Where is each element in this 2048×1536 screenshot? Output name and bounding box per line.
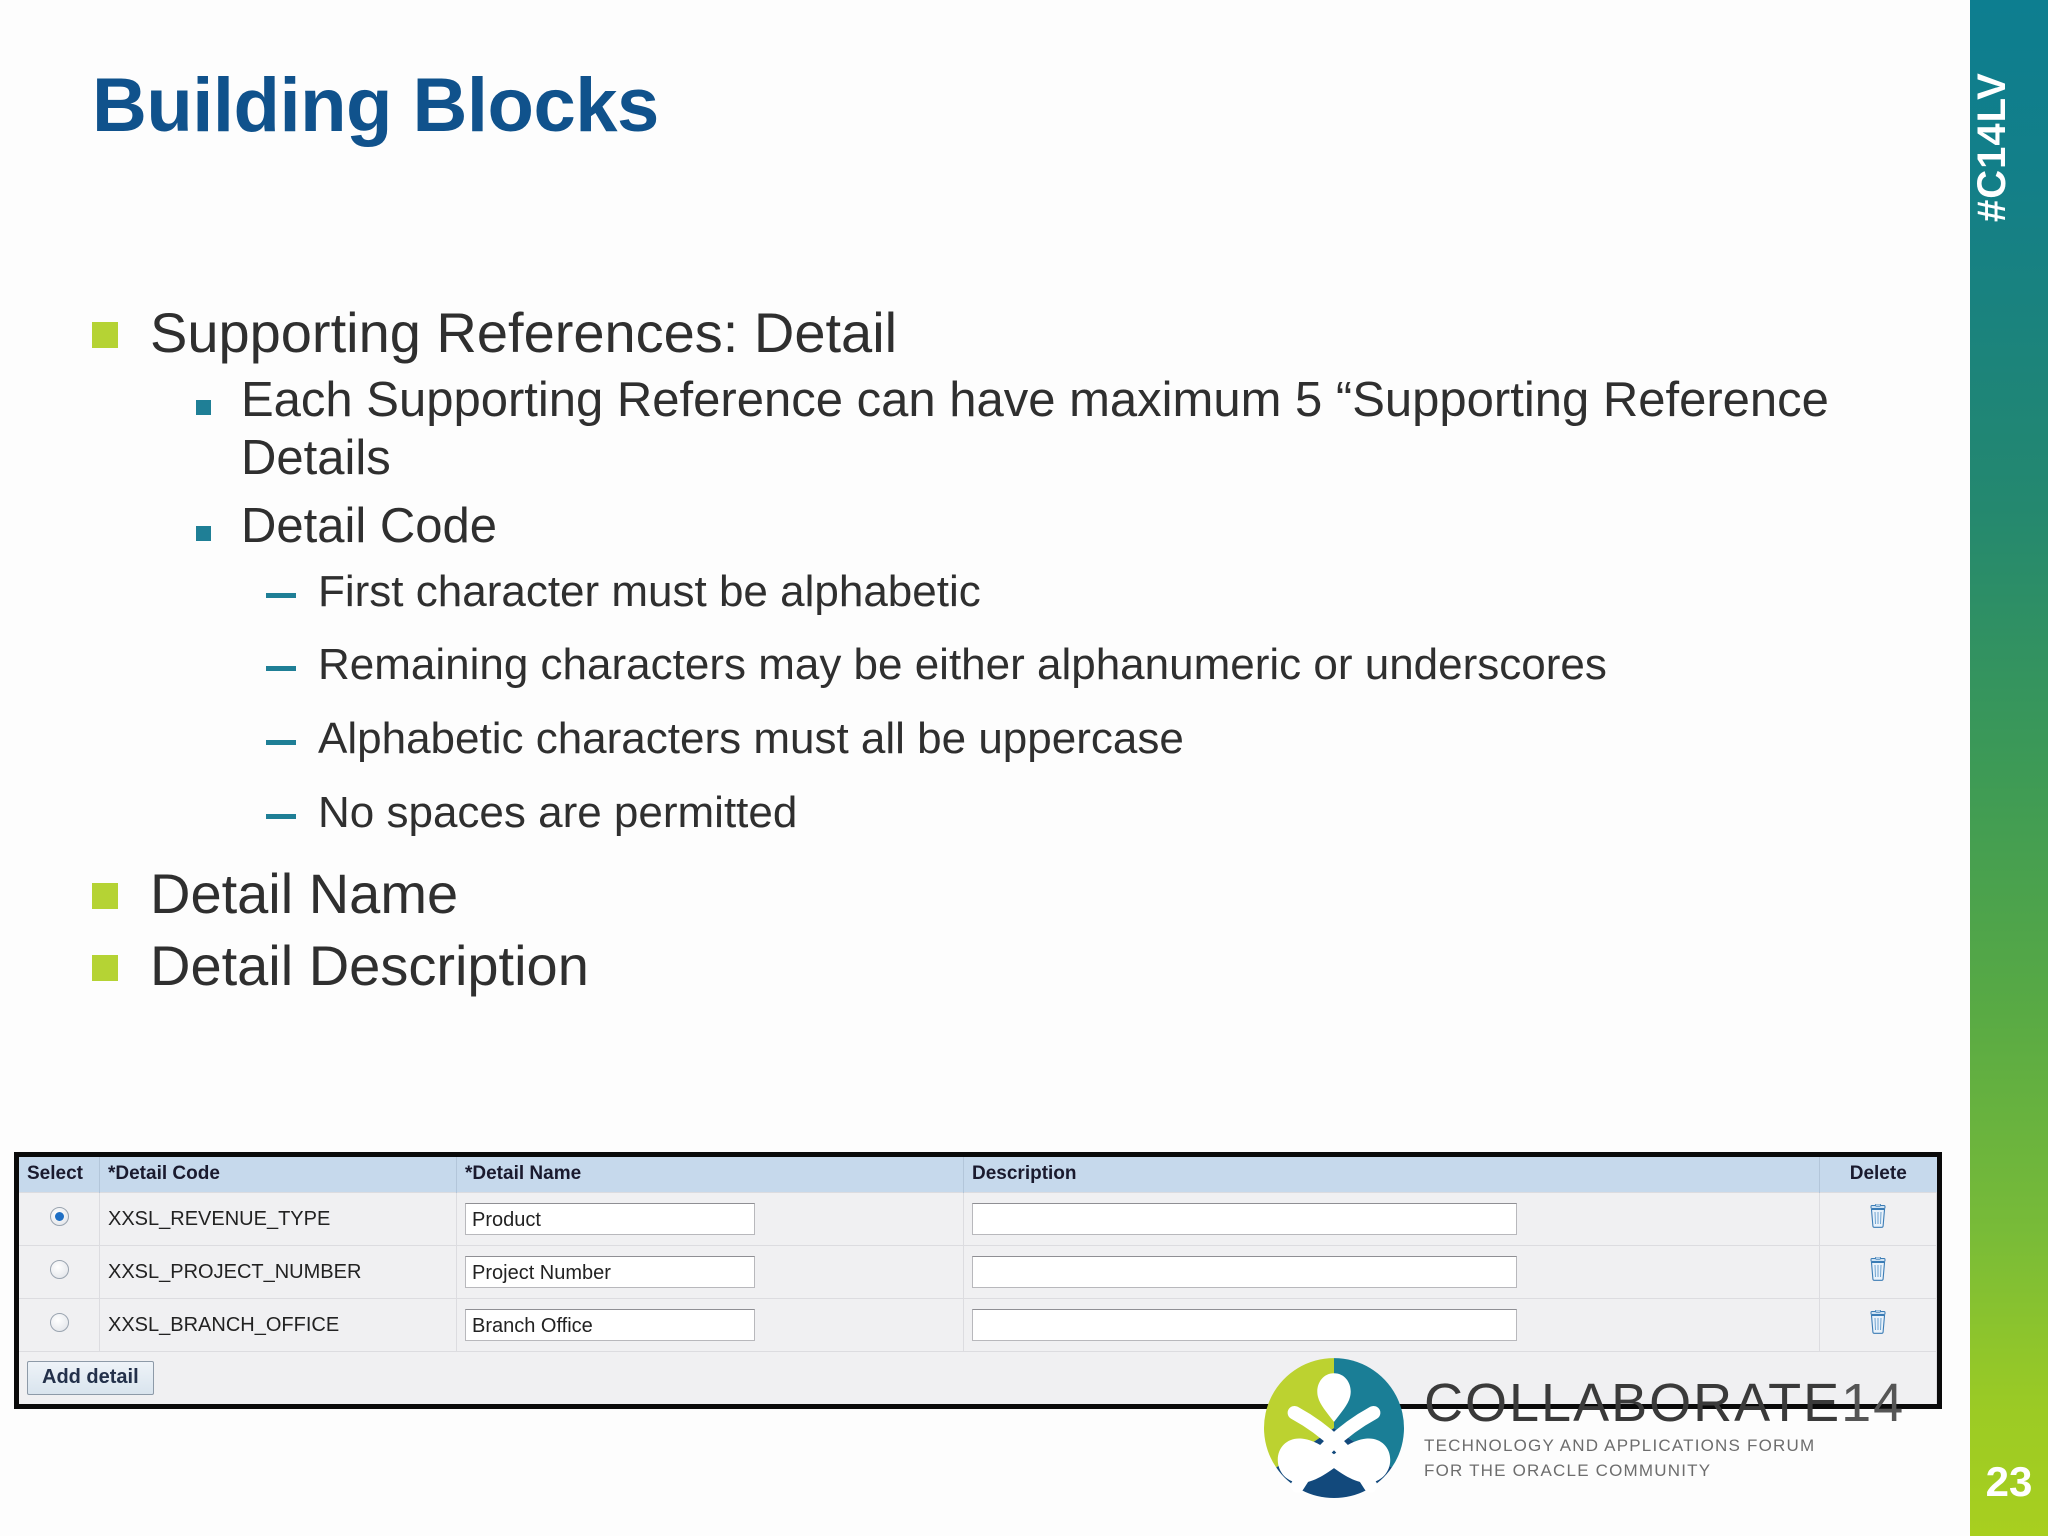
square-bullet-icon bbox=[92, 883, 118, 910]
bullet-text: First character must be alphabetic bbox=[318, 566, 981, 616]
collaborate-mark-icon bbox=[1258, 1352, 1410, 1504]
detail-name-input[interactable]: Branch Office bbox=[465, 1309, 755, 1341]
bullet-level3-uppercase: Alphabetic characters must all be upperc… bbox=[266, 713, 1900, 765]
column-header-delete: Delete bbox=[1819, 1157, 1937, 1193]
select-cell bbox=[19, 1192, 100, 1246]
bullet-text: Detail Code bbox=[241, 498, 498, 553]
column-header-description: Description bbox=[963, 1157, 1820, 1193]
dash-bullet-icon bbox=[266, 740, 296, 746]
logo-year: 14 bbox=[1841, 1373, 1906, 1434]
detail-code-cell: XXSL_BRANCH_OFFICE bbox=[99, 1298, 457, 1352]
trash-icon[interactable] bbox=[1867, 1309, 1889, 1334]
bullet-level3-no-spaces: No spaces are permitted bbox=[266, 787, 1900, 839]
dash-bullet-icon bbox=[266, 592, 296, 598]
detail-form-screenshot: Select *Detail Code *Detail Name Descrip… bbox=[14, 1152, 1942, 1409]
row-radio-button[interactable] bbox=[49, 1206, 69, 1226]
detail-code-cell: XXSL_PROJECT_NUMBER bbox=[99, 1245, 457, 1299]
delete-cell bbox=[1819, 1192, 1937, 1246]
select-cell bbox=[19, 1245, 100, 1299]
bullet-level1-detail-description: Detail Description bbox=[92, 933, 1900, 999]
column-header-select: Select bbox=[19, 1157, 100, 1193]
dash-bullet-icon bbox=[266, 666, 296, 672]
row-radio-button[interactable] bbox=[49, 1312, 69, 1332]
trash-icon[interactable] bbox=[1867, 1203, 1889, 1228]
bullet-level2-detail-code: Detail Code bbox=[196, 498, 1900, 556]
square-bullet-icon bbox=[92, 955, 118, 982]
add-detail-cell: Add detail bbox=[19, 1351, 1937, 1404]
description-cell bbox=[963, 1245, 1820, 1299]
description-cell bbox=[963, 1192, 1820, 1246]
small-square-bullet-icon bbox=[196, 525, 211, 541]
dash-bullet-icon bbox=[266, 814, 296, 820]
description-cell bbox=[963, 1298, 1820, 1352]
collaborate-wordmark: COLLABORATE14 TECHNOLOGY AND APPLICATION… bbox=[1424, 1372, 1905, 1483]
description-input[interactable] bbox=[972, 1309, 1517, 1341]
collaborate-logo: COLLABORATE14 TECHNOLOGY AND APPLICATION… bbox=[1258, 1352, 1905, 1504]
bullet-level3-first-character: First character must be alphabetic bbox=[266, 566, 1900, 618]
row-radio-button[interactable] bbox=[49, 1259, 69, 1279]
column-header-detail-name: *Detail Name bbox=[456, 1157, 964, 1193]
conference-hashtag: #C14LV bbox=[1970, 72, 2014, 222]
detail-name-cell: Project Number bbox=[456, 1245, 964, 1299]
logo-tagline-line2: FOR THE ORACLE COMMUNITY bbox=[1424, 1461, 1712, 1480]
detail-name-input[interactable]: Product bbox=[465, 1203, 755, 1235]
bullet-text: Detail Name bbox=[150, 862, 459, 926]
bullet-text: Supporting References: Detail bbox=[150, 301, 898, 364]
table-row: XXSL_BRANCH_OFFICE Branch Office bbox=[19, 1298, 1937, 1352]
logo-tagline: TECHNOLOGY AND APPLICATIONS FORUM FOR TH… bbox=[1424, 1434, 1905, 1483]
bullet-text: No spaces are permitted bbox=[318, 788, 798, 838]
description-input[interactable] bbox=[972, 1203, 1517, 1235]
bullet-text: Detail Description bbox=[150, 934, 589, 998]
table-header-row: Select *Detail Code *Detail Name Descrip… bbox=[19, 1157, 1937, 1193]
detail-name-input[interactable]: Project Number bbox=[465, 1256, 755, 1288]
bullet-level3-remaining-characters: Remaining characters may be either alpha… bbox=[266, 639, 1900, 691]
table-row: XXSL_PROJECT_NUMBER Project Number bbox=[19, 1245, 1937, 1299]
add-detail-button[interactable]: Add detail bbox=[27, 1361, 154, 1395]
logo-tagline-line1: TECHNOLOGY AND APPLICATIONS FORUM bbox=[1424, 1436, 1816, 1456]
select-cell bbox=[19, 1298, 100, 1352]
page-number: 23 bbox=[1985, 1458, 2033, 1505]
description-input[interactable] bbox=[972, 1256, 1517, 1288]
detail-name-cell: Branch Office bbox=[456, 1298, 964, 1352]
detail-code-cell: XXSL_REVENUE_TYPE bbox=[99, 1192, 457, 1246]
table-row: XXSL_REVENUE_TYPE Product bbox=[19, 1192, 1937, 1246]
table-footer-row: Add detail bbox=[19, 1351, 1937, 1404]
small-square-bullet-icon bbox=[196, 400, 211, 416]
bullet-text: Remaining characters may be either alpha… bbox=[318, 640, 1607, 690]
detail-table: Select *Detail Code *Detail Name Descrip… bbox=[19, 1157, 1937, 1404]
detail-name-cell: Product bbox=[456, 1192, 964, 1246]
content-body: Supporting References: Detail Each Suppo… bbox=[0, 300, 1900, 1005]
column-header-detail-code: *Detail Code bbox=[99, 1157, 457, 1193]
square-bullet-icon bbox=[92, 322, 118, 348]
logo-word-row: COLLABORATE14 bbox=[1424, 1373, 1905, 1433]
bullet-text: Alphabetic characters must all be upperc… bbox=[318, 714, 1184, 764]
bullet-level1-detail-name: Detail Name bbox=[92, 861, 1900, 927]
right-rail: #C14LV 23 bbox=[1970, 0, 2048, 1536]
delete-cell bbox=[1819, 1298, 1937, 1352]
bullet-level2-max-five-details: Each Supporting Reference can have maxim… bbox=[196, 372, 1900, 488]
page-title: Building Blocks bbox=[92, 63, 659, 148]
bullet-level1-supporting-references: Supporting References: Detail bbox=[92, 300, 1900, 366]
delete-cell bbox=[1819, 1245, 1937, 1299]
logo-word: COLLABORATE bbox=[1424, 1373, 1842, 1434]
trash-icon[interactable] bbox=[1867, 1256, 1889, 1281]
bullet-text: Each Supporting Reference can have maxim… bbox=[241, 373, 1829, 485]
